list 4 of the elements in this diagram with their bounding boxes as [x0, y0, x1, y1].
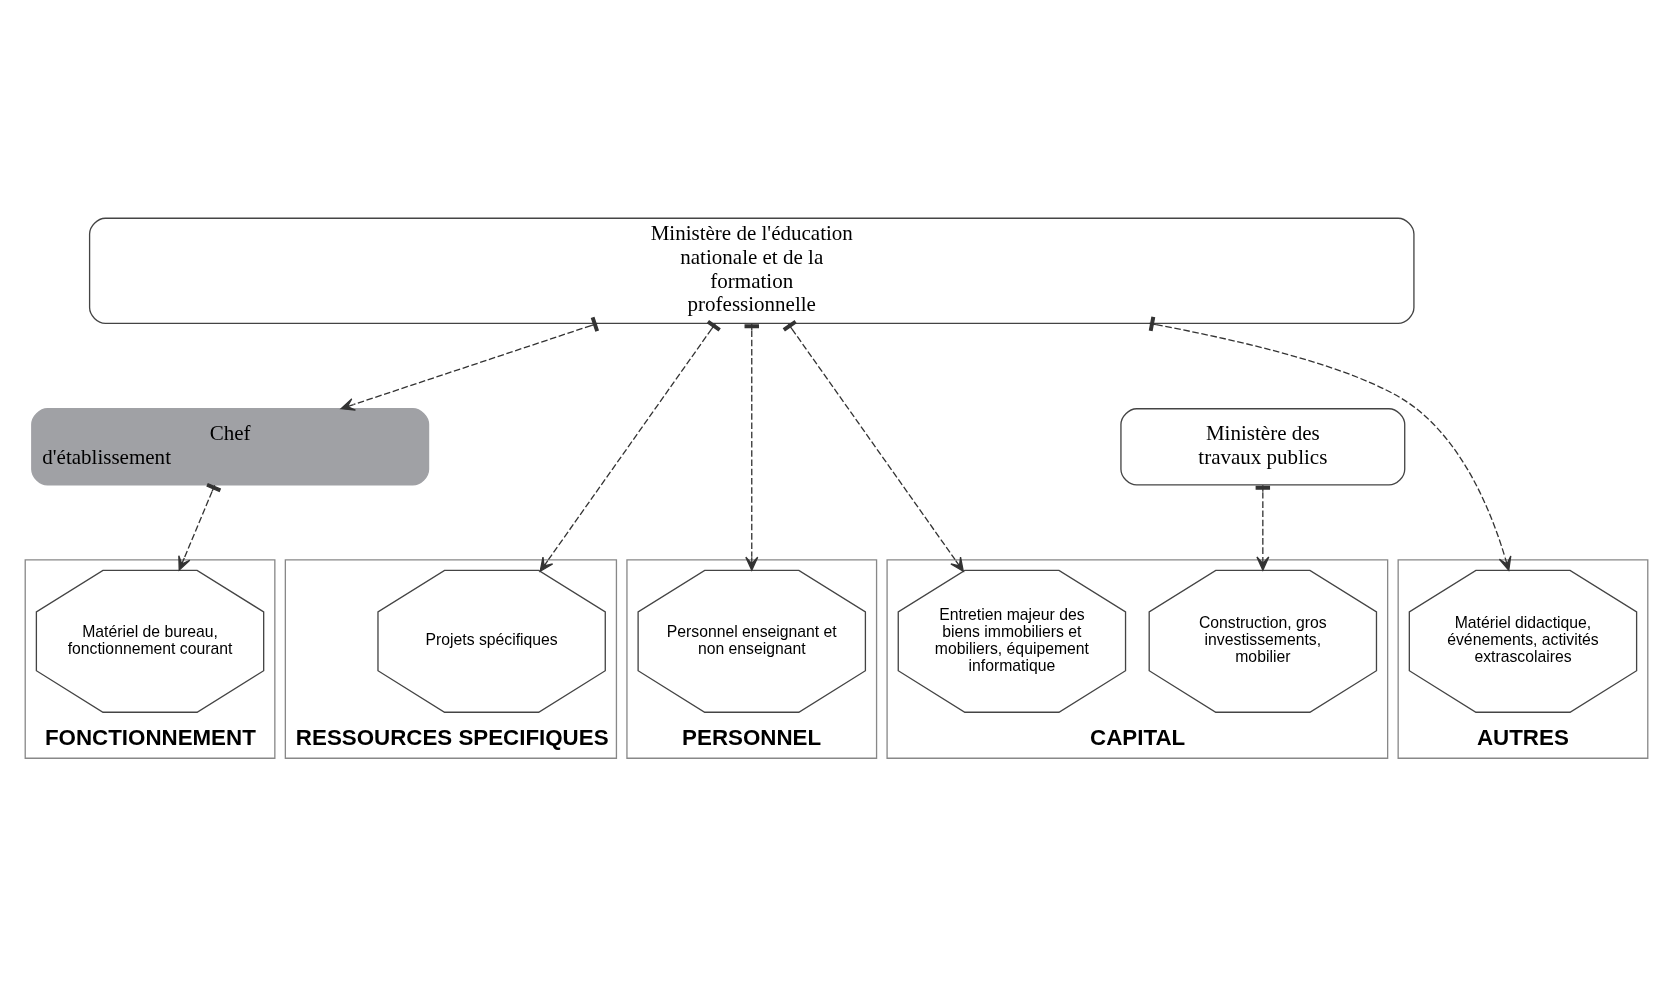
arrow [782, 320, 964, 572]
node-box: Chef d'établissement [31, 408, 430, 486]
node-box: Ministère des travaux publics [1120, 408, 1406, 486]
arrow [1148, 316, 1512, 571]
